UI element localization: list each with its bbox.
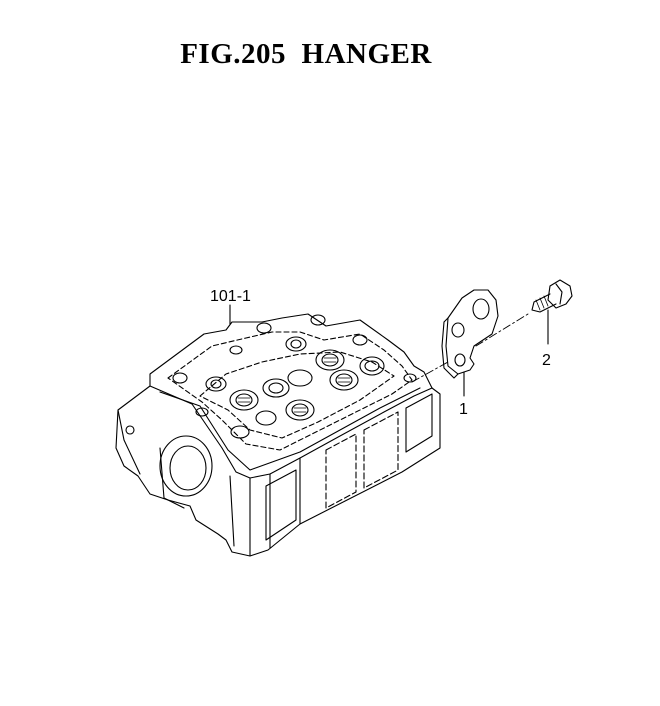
bolt-head [547, 279, 573, 309]
assembly-centerline [411, 313, 529, 383]
head-front-rect-2 [363, 411, 399, 489]
gasket-outline-inner [199, 351, 395, 439]
bolt-head-face [555, 283, 563, 305]
hanger-plate-outline [445, 289, 499, 375]
bolt-drawing [531, 279, 573, 313]
cylinder-head-drawing [115, 313, 441, 557]
top-ports [205, 336, 385, 439]
head-front-rect-1 [325, 433, 357, 509]
figure-title: FIG.205 HANGER [180, 38, 432, 70]
head-front-face [229, 457, 301, 557]
bolt-shank [531, 293, 557, 313]
head-side-rect [405, 393, 433, 453]
callout-2: 2 [542, 352, 551, 369]
hanger-plate-thickness [441, 317, 459, 379]
head-top-edge-inner [159, 387, 421, 471]
left-port-inner [169, 445, 207, 491]
head-top-edge [149, 385, 433, 479]
bolt-thread [535, 295, 549, 311]
gasket-outline [167, 331, 413, 451]
left-port-skirt [159, 447, 185, 509]
callout-1: 1 [459, 401, 468, 418]
left-end-face [117, 409, 141, 475]
head-outline [115, 313, 441, 557]
hanger-upper-hole [472, 298, 490, 320]
hanger-plate-drawing [441, 289, 499, 379]
valve-seat-hatching [237, 357, 351, 413]
callout-101-1: 101-1 [210, 288, 251, 305]
left-port-outer [159, 435, 213, 497]
head-front-recess [265, 469, 297, 541]
perimeter-bolt-holes [172, 314, 417, 417]
left-bolt-hole [125, 425, 135, 435]
hanger-lower-hole [454, 353, 466, 367]
hanger-middle-hole [451, 322, 465, 338]
